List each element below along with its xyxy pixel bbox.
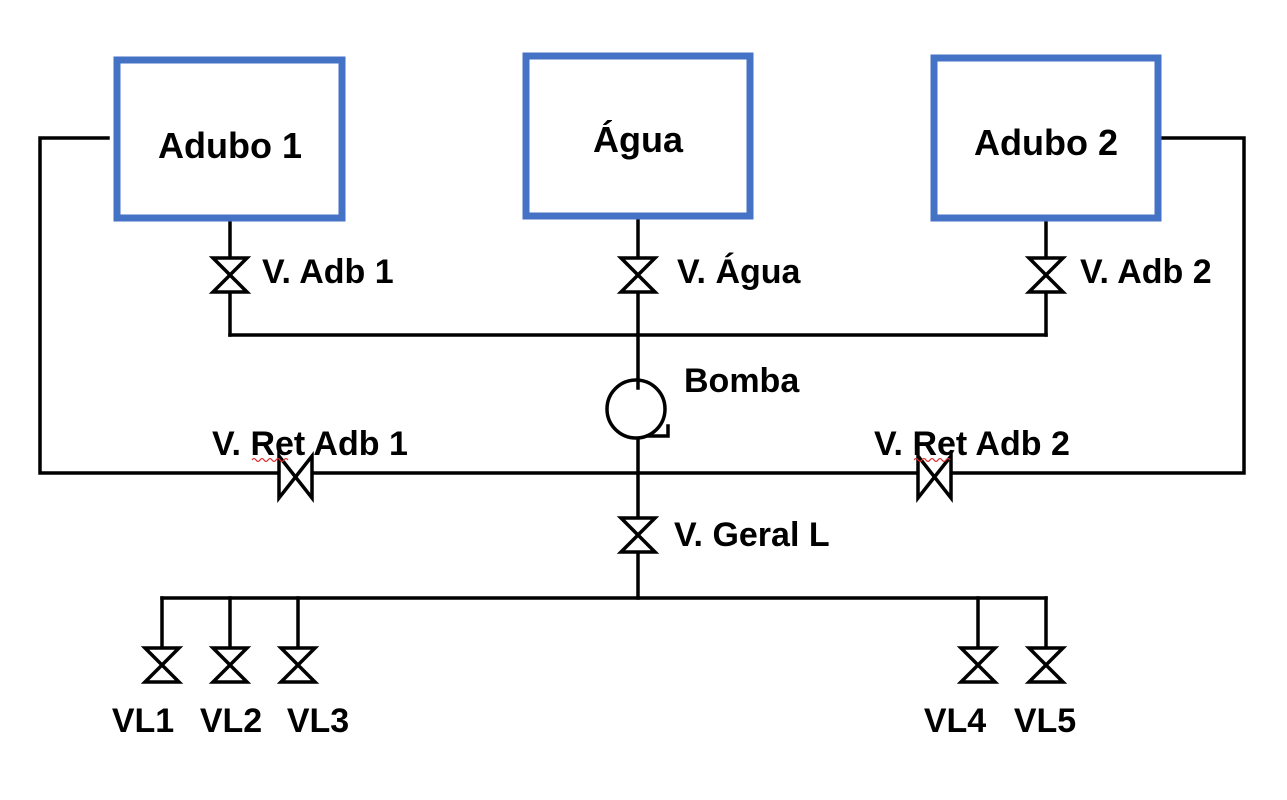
pump[interactable] (605, 378, 670, 440)
valve-icon (208, 646, 252, 684)
valve-icon (1024, 646, 1068, 684)
valve-v-ret-adb2-label: V. Ret Adb 2 (874, 425, 1070, 463)
tank-agua-label: Água (593, 119, 684, 160)
valve-vl3[interactable] (276, 646, 320, 684)
valve-v-adb1[interactable] (208, 256, 252, 294)
tank-adubo1: Adubo 1 (113, 56, 346, 222)
valve-icon (616, 516, 660, 554)
pump-label: Bomba (684, 362, 800, 400)
valve-v-adb2-label: V. Adb 2 (1080, 253, 1212, 291)
valve-v-geral-l-label: V. Geral L (674, 516, 830, 554)
valve-v-ret-adb1[interactable] (277, 450, 314, 504)
spellcheck-underline (913, 457, 951, 463)
valve-icon (616, 256, 660, 294)
valve-icon (956, 646, 1000, 684)
valve-v-adb2[interactable] (1024, 256, 1068, 294)
valve-vl4[interactable] (956, 646, 1000, 684)
valve-v-adb1-label: V. Adb 1 (262, 253, 394, 291)
tank-agua: Água (522, 52, 754, 220)
valve-icon (1024, 256, 1068, 294)
outlet-vl4-label: VL4 (924, 702, 986, 740)
valve-v-ret-adb1-label: V. Ret Adb 1 (212, 425, 408, 463)
pipe-return-adubo1 (38, 136, 282, 475)
tank-adubo1-label: Adubo 1 (158, 125, 302, 166)
valve-vl5[interactable] (1024, 646, 1068, 684)
valve-icon (916, 450, 953, 504)
valve-v-geral-l[interactable] (616, 516, 660, 554)
tank-adubo2: Adubo 2 (930, 54, 1162, 222)
outlet-vl5-label: VL5 (1014, 702, 1076, 740)
spellcheck-underline (251, 457, 289, 463)
pump-outlet-icon (646, 424, 670, 438)
pipe-return-adubo2 (948, 136, 1246, 475)
valve-v-agua[interactable] (616, 256, 660, 294)
outlet-vl1-label: VL1 (112, 702, 174, 740)
valve-icon (277, 450, 314, 504)
pump-icon (605, 378, 667, 440)
valve-v-agua-label: V. Água (677, 253, 802, 291)
tank-adubo2-label: Adubo 2 (974, 122, 1118, 163)
valve-vl2[interactable] (208, 646, 252, 684)
outlet-vl3-label: VL3 (287, 702, 349, 740)
valve-icon (208, 256, 252, 294)
valve-icon (276, 646, 320, 684)
outlet-vl2-label: VL2 (200, 702, 262, 740)
valve-v-ret-adb2[interactable] (916, 450, 953, 504)
valve-vl1[interactable] (140, 646, 184, 684)
valve-icon (140, 646, 184, 684)
pipe-network (38, 136, 1246, 652)
